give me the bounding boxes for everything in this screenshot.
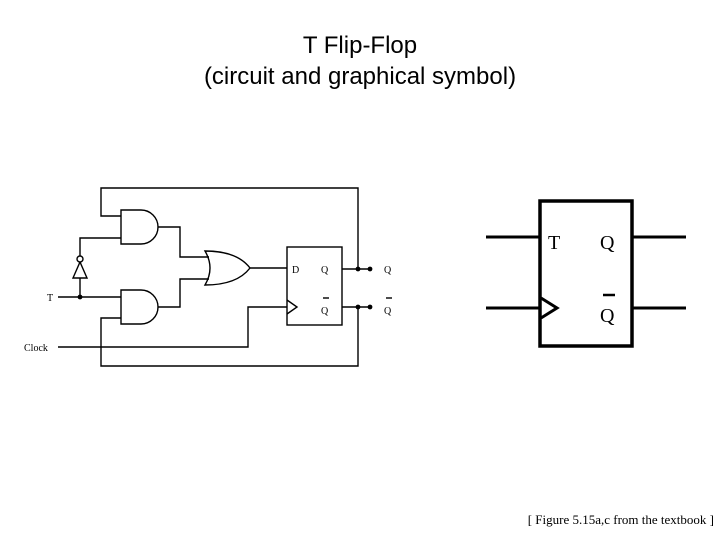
circuit-labels: T Clock D Q Q Q Q: [24, 265, 392, 354]
clock-wire: [58, 306, 287, 348]
and-gate-bottom: [120, 289, 159, 325]
page-title: T Flip-Flop (circuit and graphical symbo…: [0, 30, 720, 92]
symbol-t-label: T: [548, 232, 560, 254]
ff-d-label: D: [292, 265, 299, 276]
out-qbar-label: Q: [384, 306, 392, 317]
ff-q-label: Q: [321, 265, 329, 276]
not-gate: [71, 260, 89, 279]
and-bottom-to-or-wire: [158, 278, 209, 308]
qbar-feedback-dot: [355, 304, 361, 310]
q-terminal-dot: [367, 266, 373, 272]
qbar-terminal-dot: [367, 304, 373, 310]
and-top-to-or-wire: [158, 226, 209, 258]
circuit-dots: [77, 266, 373, 310]
ff-qbar-label: Q: [321, 306, 329, 317]
clock-input-label: Clock: [24, 343, 48, 354]
symbol-q-label: Q: [600, 232, 615, 254]
t-junction-dot: [77, 294, 83, 300]
t-input-label: T: [47, 293, 53, 304]
circuit-diagram: [58, 187, 392, 367]
symbol-labels: T Q Q: [548, 232, 615, 327]
clock-triangle: [286, 299, 299, 315]
figure-caption: [ Figure 5.15a,c from the textbook ]: [527, 512, 714, 527]
title-line-1: T Flip-Flop: [302, 32, 418, 59]
symbol-clock-triangle: [540, 296, 560, 320]
inverter-output-wire: [79, 237, 121, 258]
not-gate-bubble: [76, 255, 84, 263]
d-flip-flop-box: [286, 246, 343, 326]
feedback-qbar-wire: [100, 307, 359, 367]
graphical-symbol: [486, 199, 686, 348]
symbol-box: [538, 199, 634, 348]
or-gate: [203, 250, 251, 286]
symbol-qbar-label: Q: [600, 305, 615, 327]
q-feedback-dot: [355, 266, 361, 272]
out-q-label: Q: [384, 265, 392, 276]
title-line-2: (circuit and graphical symbol): [203, 63, 517, 90]
and-gate-top: [120, 209, 159, 245]
feedback-q-wire: [100, 187, 359, 269]
